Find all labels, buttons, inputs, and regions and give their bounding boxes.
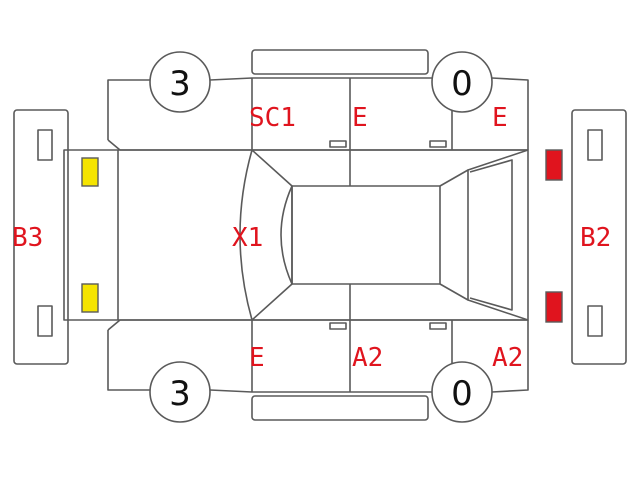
wheel-front-right: 0 [431, 51, 493, 113]
front-left-lamp [81, 157, 99, 187]
wheel-rear-left: 3 [149, 361, 211, 423]
wheel-rear-left-value: 3 [169, 374, 191, 414]
rear-right-lamp [545, 291, 563, 323]
code-front-bumper: B3 [12, 223, 43, 253]
wheel-front-left-value: 3 [169, 64, 191, 104]
rear-left-lamp [545, 149, 563, 181]
body-top-view [63, 149, 529, 321]
code-top-rear-fender: E [492, 103, 508, 133]
roof-rail-bottom [251, 395, 429, 421]
rear-bumper [571, 109, 627, 365]
code-top-rear-door: E [352, 103, 368, 133]
front-right-lamp [81, 283, 99, 313]
code-bottom-front-door: E [249, 343, 265, 373]
code-bottom-rear-door: A2 [352, 343, 383, 373]
wheel-rear-right: 0 [431, 361, 493, 423]
code-top-front-door: SC1 [249, 103, 296, 133]
wheel-front-left: 3 [149, 51, 211, 113]
code-front-center: X1 [232, 223, 263, 253]
roof-rail-top [251, 49, 429, 75]
wheel-rear-right-value: 0 [451, 374, 473, 414]
code-rear-bumper: B2 [580, 223, 611, 253]
wheel-front-right-value: 0 [451, 64, 473, 104]
front-bumper [13, 109, 69, 365]
code-bottom-rear-fender: A2 [492, 343, 523, 373]
